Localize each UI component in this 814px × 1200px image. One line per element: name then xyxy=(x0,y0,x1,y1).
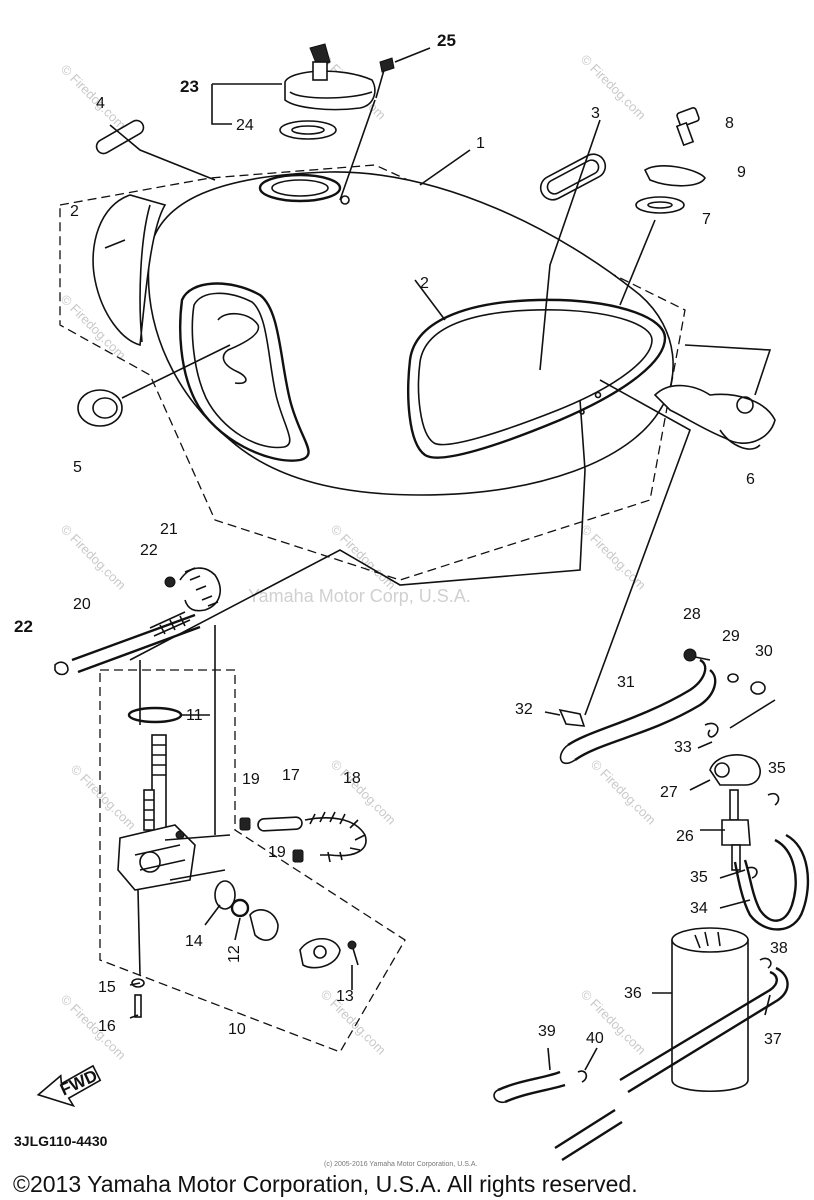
tank-assembly-boundary xyxy=(59,164,686,581)
fine-print: (c) 2005-2016 Yamaha Motor Corporation, … xyxy=(324,1161,477,1168)
part-label: 11 xyxy=(186,707,203,724)
part-label: 40 xyxy=(586,1030,604,1047)
part-label: 6 xyxy=(746,471,755,488)
part-label: 17 xyxy=(282,767,300,784)
leader-line-vent xyxy=(584,379,691,716)
forward-arrow: FWD xyxy=(36,1064,102,1108)
part-label: 16 xyxy=(98,1018,116,1035)
hose-34 xyxy=(733,792,810,931)
part-label: 32 xyxy=(515,701,533,718)
tank-bracket xyxy=(653,384,776,450)
part-label: 12 xyxy=(226,945,243,963)
evap-leaders xyxy=(544,711,771,1071)
part-label: 20 xyxy=(73,596,91,613)
cap-screw xyxy=(375,57,395,99)
part-label: 36 xyxy=(624,985,642,1002)
leader-line-hose xyxy=(129,399,586,661)
watermark: © Firedog.com xyxy=(328,757,399,828)
part-label: 28 xyxy=(683,606,701,623)
hose-37 xyxy=(619,957,789,1094)
part-label: 29 xyxy=(722,628,740,645)
part-label: 25 xyxy=(437,31,456,50)
fwd-label: FWD xyxy=(57,1066,100,1100)
watermark: © Firedog.com xyxy=(578,52,649,123)
watermark: © Firedog.com xyxy=(68,762,139,833)
drawing-code: 3JLG110-4430 xyxy=(14,1133,108,1149)
part-label: 35 xyxy=(690,869,708,886)
part-label: 21 xyxy=(160,521,178,538)
side-cap xyxy=(77,389,123,427)
part-label: 18 xyxy=(343,770,361,787)
copyright-notice: ©2013 Yamaha Motor Corporation, U.S.A. A… xyxy=(13,1171,638,1197)
watermark: © Firedog.com xyxy=(58,992,129,1063)
petcock-hoses xyxy=(239,811,367,863)
part-label: 13 xyxy=(336,988,354,1005)
bolts-28-30 xyxy=(683,648,766,695)
part-label: 5 xyxy=(73,459,82,476)
watermark: © Firedog.com xyxy=(588,757,659,828)
part-label: 38 xyxy=(770,940,788,957)
part-label: 2 xyxy=(420,275,429,292)
part-labels: 1 2 2 3 4 5 6 7 8 9 10 11 12 13 14 15 16… xyxy=(14,31,788,1048)
part-label: 31 xyxy=(617,674,635,691)
vent-hose-31 xyxy=(558,658,717,765)
watermark: © Firedog.com xyxy=(58,522,129,593)
watermark: © Firedog.com xyxy=(578,522,649,593)
part-label: 3 xyxy=(591,105,600,122)
part-label: 19 xyxy=(242,771,260,788)
hose-39 xyxy=(493,1070,623,1162)
fuel-cap xyxy=(284,43,376,111)
part-label: 10 xyxy=(228,1021,246,1038)
label-25-leader xyxy=(394,47,431,63)
cap-bracket-lines xyxy=(211,83,282,125)
watermark: © Firedog.com xyxy=(58,62,129,133)
part-label: 8 xyxy=(725,115,734,132)
part-label: 7 xyxy=(702,211,711,228)
part-label: 22 xyxy=(140,542,158,559)
part-label: 37 xyxy=(764,1031,782,1048)
part-label: 33 xyxy=(674,739,692,756)
fuel-tank xyxy=(147,171,674,496)
watermark: © Firedog.com xyxy=(328,522,399,593)
valve-26 xyxy=(721,789,751,871)
petcock-leaders xyxy=(129,625,353,1019)
part-label: 34 xyxy=(690,900,708,917)
fuel-petcock xyxy=(117,706,359,1018)
part-label: 35 xyxy=(768,760,786,777)
petcock-assembly-boundary xyxy=(99,669,406,1053)
knee-pad-left xyxy=(92,194,167,347)
fuel-hose-assembly xyxy=(54,567,221,676)
bracket-27 xyxy=(704,699,776,786)
part-label: 19 xyxy=(268,844,286,861)
tank-emblem xyxy=(539,153,607,201)
watermark-center: Yamaha Motor Corp, U.S.A. xyxy=(248,586,471,606)
part-label: 24 xyxy=(236,117,254,134)
part-label: 26 xyxy=(676,828,694,845)
part-label: 30 xyxy=(755,643,773,660)
part-label: 14 xyxy=(185,933,203,950)
part-label: 27 xyxy=(660,784,678,801)
part-label: 2 xyxy=(70,203,79,220)
part-label: 23 xyxy=(180,77,199,96)
part-label: 15 xyxy=(98,979,116,996)
leader-lines xyxy=(104,99,772,399)
part-label: 39 xyxy=(538,1023,556,1040)
bolt-washer-damper xyxy=(635,107,706,214)
part-label: 4 xyxy=(96,95,105,112)
part-label: 22 xyxy=(14,617,33,636)
part-label: 9 xyxy=(737,164,746,181)
part-label: 1 xyxy=(476,135,485,152)
cap-gasket xyxy=(279,120,337,140)
